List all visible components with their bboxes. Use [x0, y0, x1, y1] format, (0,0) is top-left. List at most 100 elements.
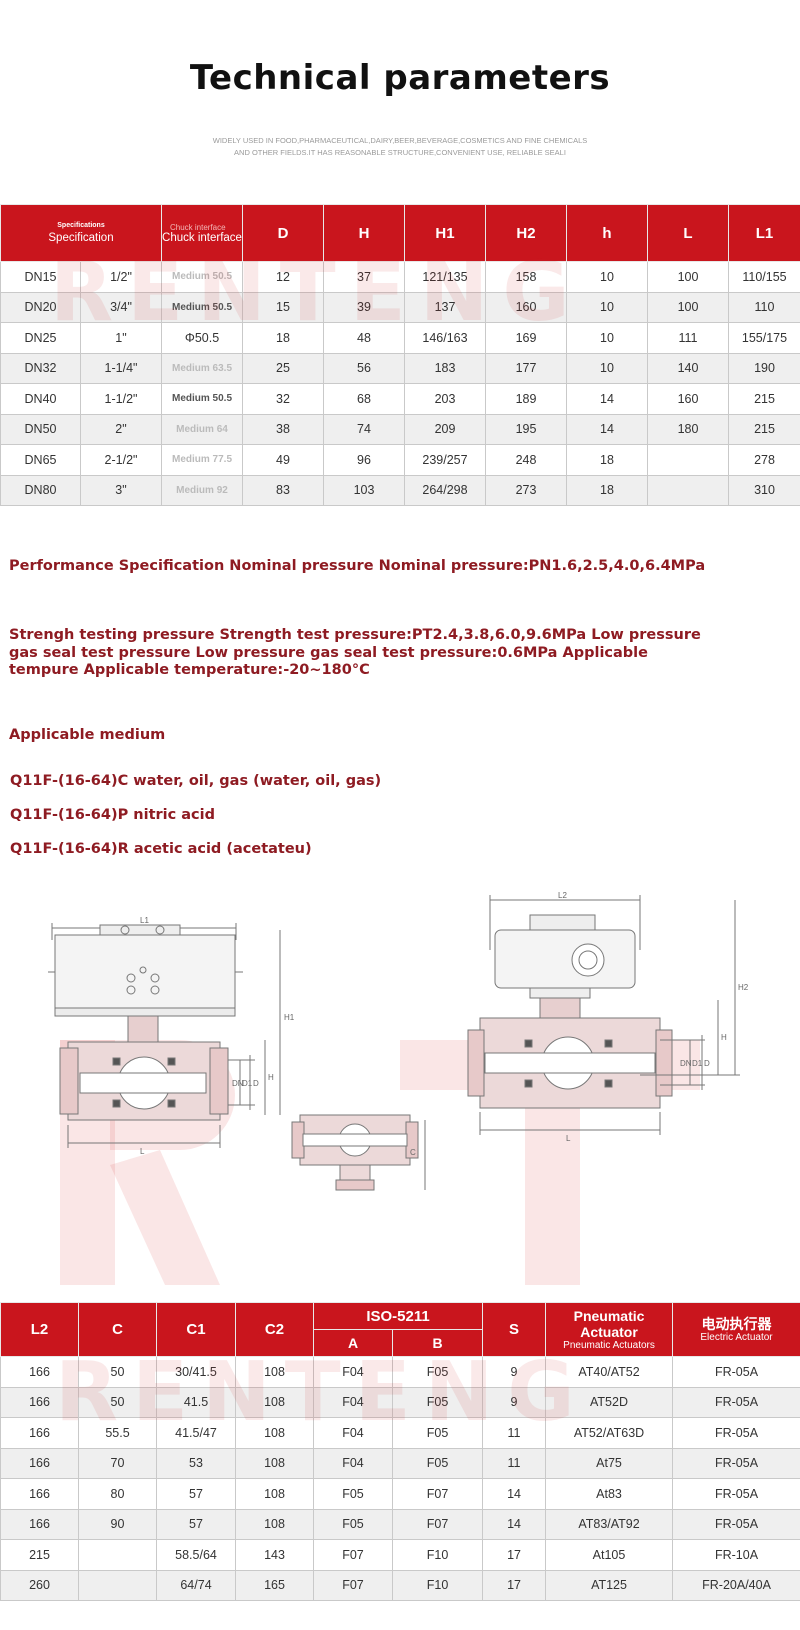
header-S: S — [482, 1302, 547, 1357]
cell-L1: 155/175 — [728, 322, 800, 354]
cell-H2: 248 — [485, 444, 567, 476]
dim-label-D1: D1 — [242, 1079, 253, 1088]
cell-S: 17 — [482, 1569, 547, 1601]
cell-D: 25 — [242, 352, 324, 384]
cell-L: 140 — [647, 352, 729, 384]
header-L2: L2 — [0, 1302, 79, 1357]
performance-spec: Performance Specification Nominal pressu… — [9, 558, 706, 574]
cell-C2: 108 — [235, 1508, 314, 1540]
dim-label-L1: L1 — [140, 916, 149, 925]
subtitle-line-2: AND OTHER FIELDS.IT HAS REASONABLE STRUC… — [234, 148, 566, 157]
dim-label-H1: H1 — [284, 1013, 295, 1022]
actuator-table: L2 C C1 C2 ISO-5211 S Pneumatic Actuator… — [0, 1302, 800, 1601]
header-C1: C1 — [156, 1302, 236, 1357]
cell-H1: 137 — [404, 291, 486, 323]
cell-pneu: AT52D — [545, 1386, 674, 1418]
cell-C1: 58.5/64 — [156, 1539, 236, 1571]
cell-H: 74 — [323, 413, 405, 445]
cell-h: 10 — [566, 291, 648, 323]
pneumatic-sub-label: Pneumatic Actuators — [563, 1340, 655, 1351]
cell-C2: 108 — [235, 1478, 314, 1510]
cell-L — [647, 474, 729, 506]
cell-dn: DN15 — [0, 261, 81, 293]
cell-L2: 166 — [0, 1478, 79, 1510]
cell-H2: 273 — [485, 474, 567, 506]
cell-A: F07 — [313, 1539, 393, 1571]
cell-inch: 3/4" — [80, 291, 162, 323]
medium-item-p: Q11F-(16-64)P nitric acid — [10, 807, 216, 823]
cell-pneu: At105 — [545, 1539, 674, 1571]
applicable-medium-title: Applicable medium — [9, 727, 166, 743]
cell-dn: DN80 — [0, 474, 81, 506]
cell-H2: 169 — [485, 322, 567, 354]
cell-C: 50 — [78, 1356, 157, 1388]
cell-A: F05 — [313, 1508, 393, 1540]
cell-C2: 108 — [235, 1386, 314, 1418]
cell-D: 38 — [242, 413, 324, 445]
cell-elec: FR-05A — [672, 1447, 800, 1479]
cell-chuck: Medium 50.5 — [161, 261, 243, 293]
cell-H1: 121/135 — [404, 261, 486, 293]
cell-L1: 190 — [728, 352, 800, 384]
cell-C: 70 — [78, 1447, 157, 1479]
cell-S: 14 — [482, 1478, 547, 1510]
cell-B: F07 — [391, 1478, 484, 1510]
cell-A: F04 — [313, 1386, 393, 1418]
cell-D: 49 — [242, 444, 324, 476]
cell-h: 10 — [566, 352, 648, 384]
cell-L2: 166 — [0, 1386, 79, 1418]
cell-S: 9 — [482, 1386, 547, 1418]
cell-L2: 166 — [0, 1447, 79, 1479]
cell-D: 83 — [242, 474, 324, 506]
cell-h: 18 — [566, 444, 648, 476]
medium-item-c: Q11F-(16-64)C water, oil, gas (water, oi… — [10, 773, 382, 789]
cell-C1: 30/41.5 — [156, 1356, 236, 1388]
cell-C2: 143 — [235, 1539, 314, 1571]
cell-C1: 64/74 — [156, 1569, 236, 1601]
middle-section-drawing — [291, 1114, 426, 1191]
cell-H2: 158 — [485, 261, 567, 293]
dim-label-DN-right: DN — [680, 1059, 692, 1068]
header-L: L — [647, 204, 729, 262]
chuck-small-label: Chuck interface — [170, 222, 226, 232]
cell-elec: FR-05A — [672, 1417, 800, 1449]
cell-h: 10 — [566, 261, 648, 293]
cell-A: F04 — [313, 1417, 393, 1449]
cell-dn: DN32 — [0, 352, 81, 384]
header-H2: H2 — [485, 204, 567, 262]
page-subtitle: WIDELY USED IN FOOD,PHARMACEUTICAL,DAIRY… — [0, 135, 800, 159]
electric-main-label: 电动执行器 — [701, 1316, 772, 1332]
cell-chuck: Medium 92 — [161, 474, 243, 506]
cell-chuck: Medium 77.5 — [161, 444, 243, 476]
right-valve-drawing — [467, 895, 740, 1135]
medium-item-r: Q11F-(16-64)R acetic acid (acetateu) — [10, 841, 312, 857]
cell-L — [647, 444, 729, 476]
cell-C2: 108 — [235, 1356, 314, 1388]
cell-L: 180 — [647, 413, 729, 445]
cell-L: 160 — [647, 383, 729, 415]
cell-inch: 3" — [80, 474, 162, 506]
cell-H1: 239/257 — [404, 444, 486, 476]
cell-C1: 41.5 — [156, 1386, 236, 1418]
cell-S: 11 — [482, 1417, 547, 1449]
cell-pneu: At83 — [545, 1478, 674, 1510]
cell-pneu: AT52/AT63D — [545, 1417, 674, 1449]
strength-spec: Strengh testing pressure Strength test p… — [9, 627, 701, 678]
dim-label-L: L — [140, 1147, 145, 1156]
cell-C2: 108 — [235, 1447, 314, 1479]
header-chuck-interface: Chuck interface Chuck interface — [161, 204, 243, 262]
cell-elec: FR-10A — [672, 1539, 800, 1571]
left-valve-drawing — [48, 923, 281, 1148]
dim-label-D-right: D — [704, 1059, 710, 1068]
cell-inch: 2-1/2" — [80, 444, 162, 476]
dim-label-L-right: L — [566, 1134, 571, 1143]
cell-L: 100 — [647, 261, 729, 293]
